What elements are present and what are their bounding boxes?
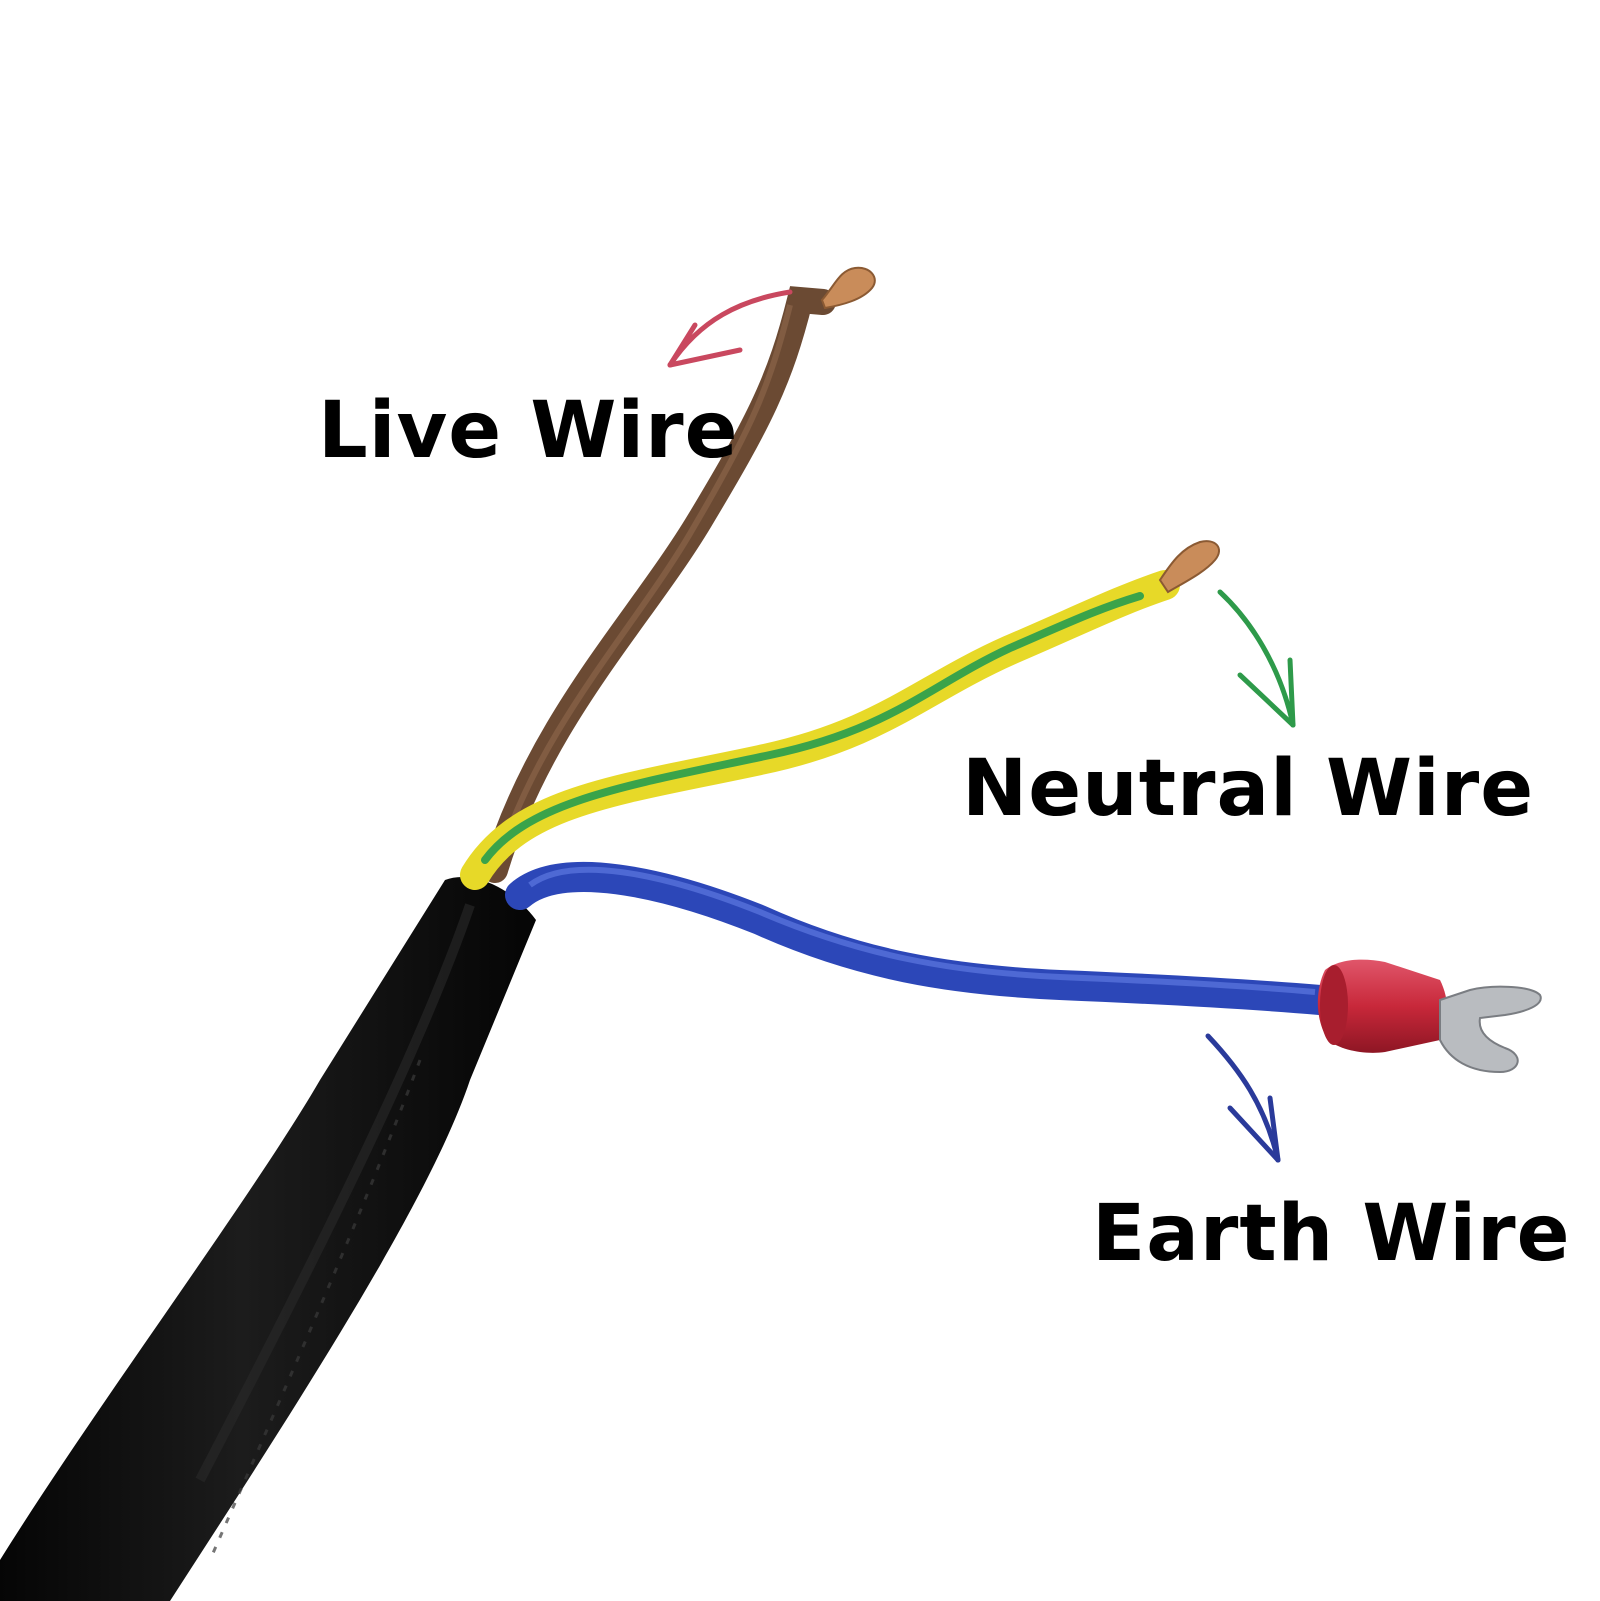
cable-print-text: [208, 1059, 422, 1561]
earth-wire: [505, 861, 1335, 1015]
crimp-terminal: [1317, 959, 1448, 1053]
earth-wire-label: Earth Wire: [1092, 1189, 1571, 1279]
live-arrow-icon: [667, 289, 793, 368]
earth-arrow-icon: [1205, 1033, 1281, 1163]
neutral-copper-tip: [1158, 540, 1220, 594]
live-wire-label: Live Wire: [318, 386, 739, 476]
cable-sheath-highlight: [195, 903, 475, 1483]
spade-lug: [1439, 985, 1542, 1074]
earth-wire-highlight: [528, 866, 1316, 995]
neutral-wire-stripe: [481, 592, 1144, 864]
neutral-arrow-icon: [1217, 589, 1296, 728]
crimp-terminal-collar: [1320, 965, 1348, 1045]
cable-sheath: [0, 876, 536, 1601]
live-wire-highlight: [499, 304, 793, 851]
live-copper-tip: [820, 266, 876, 310]
neutral-wire-label: Neutral Wire: [962, 744, 1535, 834]
